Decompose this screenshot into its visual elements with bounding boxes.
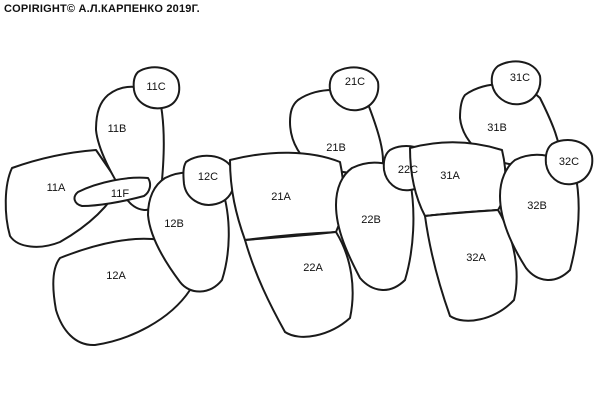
copyright-notice: COPIRIGHT© А.Л.КАРПЕНКО 2019Г.: [4, 3, 200, 15]
seat-cushion-11A: [4, 149, 121, 248]
headrest-11C: [132, 66, 181, 110]
label-11F: 11F: [111, 188, 129, 200]
label-22C: 22C: [398, 164, 418, 176]
seat-cushion-32A: [424, 209, 518, 322]
label-22B: 22B: [361, 214, 381, 226]
label-21A: 21A: [271, 191, 291, 203]
label-12A: 12A: [106, 270, 126, 282]
headrest-32C: [544, 139, 594, 186]
label-32C: 32C: [559, 156, 579, 168]
label-11C: 11C: [146, 81, 165, 93]
label-22A: 22A: [303, 262, 323, 274]
label-21C: 21C: [345, 76, 365, 88]
headrest-21C: [328, 66, 380, 112]
label-31B: 31B: [487, 122, 507, 134]
label-21B: 21B: [326, 142, 346, 154]
headrest-12C: [182, 154, 236, 206]
headrest-31C: [490, 60, 542, 106]
seam-31-32: [424, 209, 499, 217]
label-32A: 32A: [466, 252, 486, 264]
seat-cushion-22A: [244, 231, 354, 338]
label-12C: 12C: [198, 171, 218, 183]
seat-cushion-12A: [52, 237, 191, 347]
label-11A: 11A: [47, 182, 66, 194]
label-31C: 31C: [510, 72, 530, 84]
label-31A: 31A: [440, 170, 460, 182]
seam-21-22: [244, 231, 337, 241]
armrest-11F: [73, 176, 152, 207]
label-12B: 12B: [164, 218, 184, 230]
label-32B: 32B: [527, 200, 547, 212]
label-11B: 11B: [108, 123, 127, 135]
